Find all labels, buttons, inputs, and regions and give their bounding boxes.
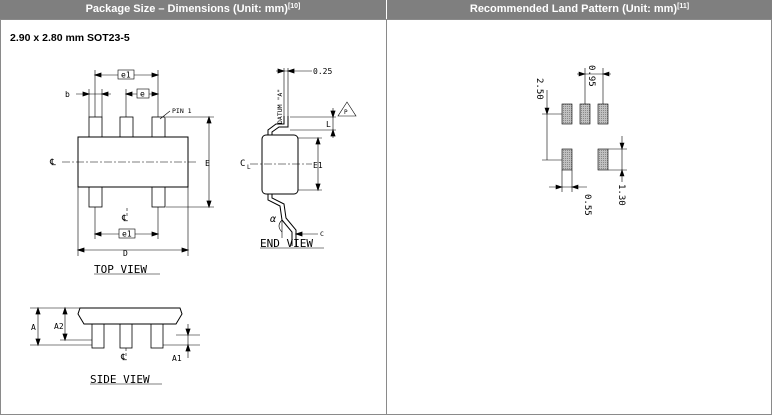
- arrow: [286, 68, 295, 74]
- top-view-lead-4: [88, 186, 103, 208]
- arrow: [93, 231, 102, 237]
- label-D: D: [123, 249, 128, 258]
- land-pattern-drawing: 0.95 2.50 0.55 1.30: [534, 65, 627, 216]
- label-A: A: [31, 323, 36, 332]
- pad-bottom-2: [597, 148, 609, 171]
- label-e1-top: e1: [121, 71, 131, 80]
- alpha-arc: [278, 219, 283, 233]
- pad-bottom-1: [561, 148, 573, 171]
- pin1-leader: [159, 110, 171, 120]
- side-view: [30, 306, 200, 385]
- arrow: [82, 91, 91, 97]
- top-view-lead-2: [119, 116, 134, 138]
- label-A1: A1: [172, 354, 182, 363]
- side-view-body: [77, 307, 183, 325]
- arrow: [330, 110, 336, 119]
- arrow: [277, 68, 286, 74]
- label-cl-bottom: ℄: [121, 214, 128, 224]
- arrow: [185, 328, 191, 337]
- arrow: [619, 169, 625, 177]
- header-land-pattern: Recommended Land Pattern (Unit: mm)[11]: [387, 0, 772, 19]
- dim-e1-top-box: [117, 69, 135, 80]
- label-025: 0.25: [313, 67, 332, 76]
- arrow: [151, 231, 160, 237]
- label-flag: P: [344, 109, 348, 116]
- arrow: [93, 72, 102, 78]
- label-cl-end-sub: L: [247, 164, 251, 171]
- end-view: [250, 68, 357, 249]
- arrow: [578, 71, 586, 77]
- end-view-caption: END VIEW: [260, 237, 313, 250]
- end-view-body: [261, 134, 299, 195]
- arrow: [35, 338, 41, 347]
- arrow: [124, 91, 133, 97]
- label-alpha: α: [270, 214, 277, 225]
- label-250: 2.50: [534, 78, 544, 100]
- header-package-size-text: Package Size – Dimensions (Unit: mm): [85, 3, 288, 15]
- label-cl-end: C: [240, 159, 245, 169]
- land-pattern-cell: [386, 19, 772, 415]
- arrow: [619, 142, 625, 150]
- top-view-lead-1: [88, 116, 103, 138]
- label-E: E: [205, 159, 210, 168]
- pad-top-1: [561, 103, 573, 125]
- arrow: [544, 107, 550, 115]
- package-title: 2.90 x 2.80 mm SOT23-5: [10, 32, 130, 44]
- package-dimensions-cell: [0, 19, 387, 415]
- label-datum: DATUM "A": [276, 89, 284, 124]
- header-package-size-ref: [10]: [287, 3, 301, 10]
- header-package-size: Package Size – Dimensions (Unit: mm)[10]: [0, 0, 386, 19]
- arrow: [571, 184, 579, 190]
- arrow: [100, 91, 109, 97]
- end-view-lead-bottom: [267, 194, 293, 246]
- arrow: [62, 306, 68, 315]
- label-b: b: [65, 90, 70, 99]
- arrow: [35, 306, 41, 315]
- end-view-lead-bottom-2: [271, 194, 297, 246]
- package-drawing: e1 b e PIN 1 ℄ E ℄ e1 D TOP VIEW 0.25 DA…: [30, 67, 357, 386]
- pad-top-3: [597, 103, 609, 125]
- arrow: [555, 184, 563, 190]
- top-view: [62, 69, 214, 275]
- arrow: [206, 115, 212, 124]
- dim-e-box: [136, 88, 150, 99]
- pad-top-2: [579, 103, 591, 125]
- top-view-lead-3: [151, 116, 166, 138]
- label-pin1: PIN 1: [172, 107, 192, 115]
- arrow: [206, 200, 212, 209]
- label-e: e: [140, 90, 145, 99]
- arrow: [151, 72, 160, 78]
- label-e1-bottom: e1: [122, 230, 132, 239]
- label-095: 0.95: [586, 65, 596, 87]
- label-055: 0.55: [582, 194, 592, 216]
- label-cl-left: ℄: [49, 158, 56, 168]
- label-A2: A2: [54, 322, 64, 331]
- arrow: [181, 247, 190, 253]
- arrow: [315, 183, 321, 192]
- arrow: [330, 128, 336, 137]
- arrow: [185, 343, 191, 352]
- label-cl-side: ℄: [120, 353, 127, 363]
- arrow: [76, 247, 85, 253]
- arrow: [602, 71, 610, 77]
- label-130: 1.30: [616, 184, 626, 206]
- arrow: [315, 136, 321, 145]
- arrow: [294, 231, 303, 237]
- side-view-lead-2: [119, 323, 133, 349]
- side-view-lead-1: [91, 323, 105, 349]
- flag-triangle: [337, 101, 357, 117]
- top-view-lead-5: [151, 186, 166, 208]
- header-land-pattern-ref: [11]: [677, 3, 690, 10]
- header-land-pattern-text: Recommended Land Pattern (Unit: mm): [469, 3, 678, 15]
- side-view-lead-3: [150, 323, 164, 349]
- label-c: C: [320, 230, 324, 238]
- label-L: L: [326, 120, 331, 129]
- top-view-caption: TOP VIEW: [94, 263, 147, 276]
- label-E1: E1: [313, 161, 323, 170]
- side-view-caption: SIDE VIEW: [90, 373, 150, 386]
- dim-e1-bot-box: [118, 228, 136, 239]
- arrow: [151, 91, 160, 97]
- arrow: [62, 333, 68, 342]
